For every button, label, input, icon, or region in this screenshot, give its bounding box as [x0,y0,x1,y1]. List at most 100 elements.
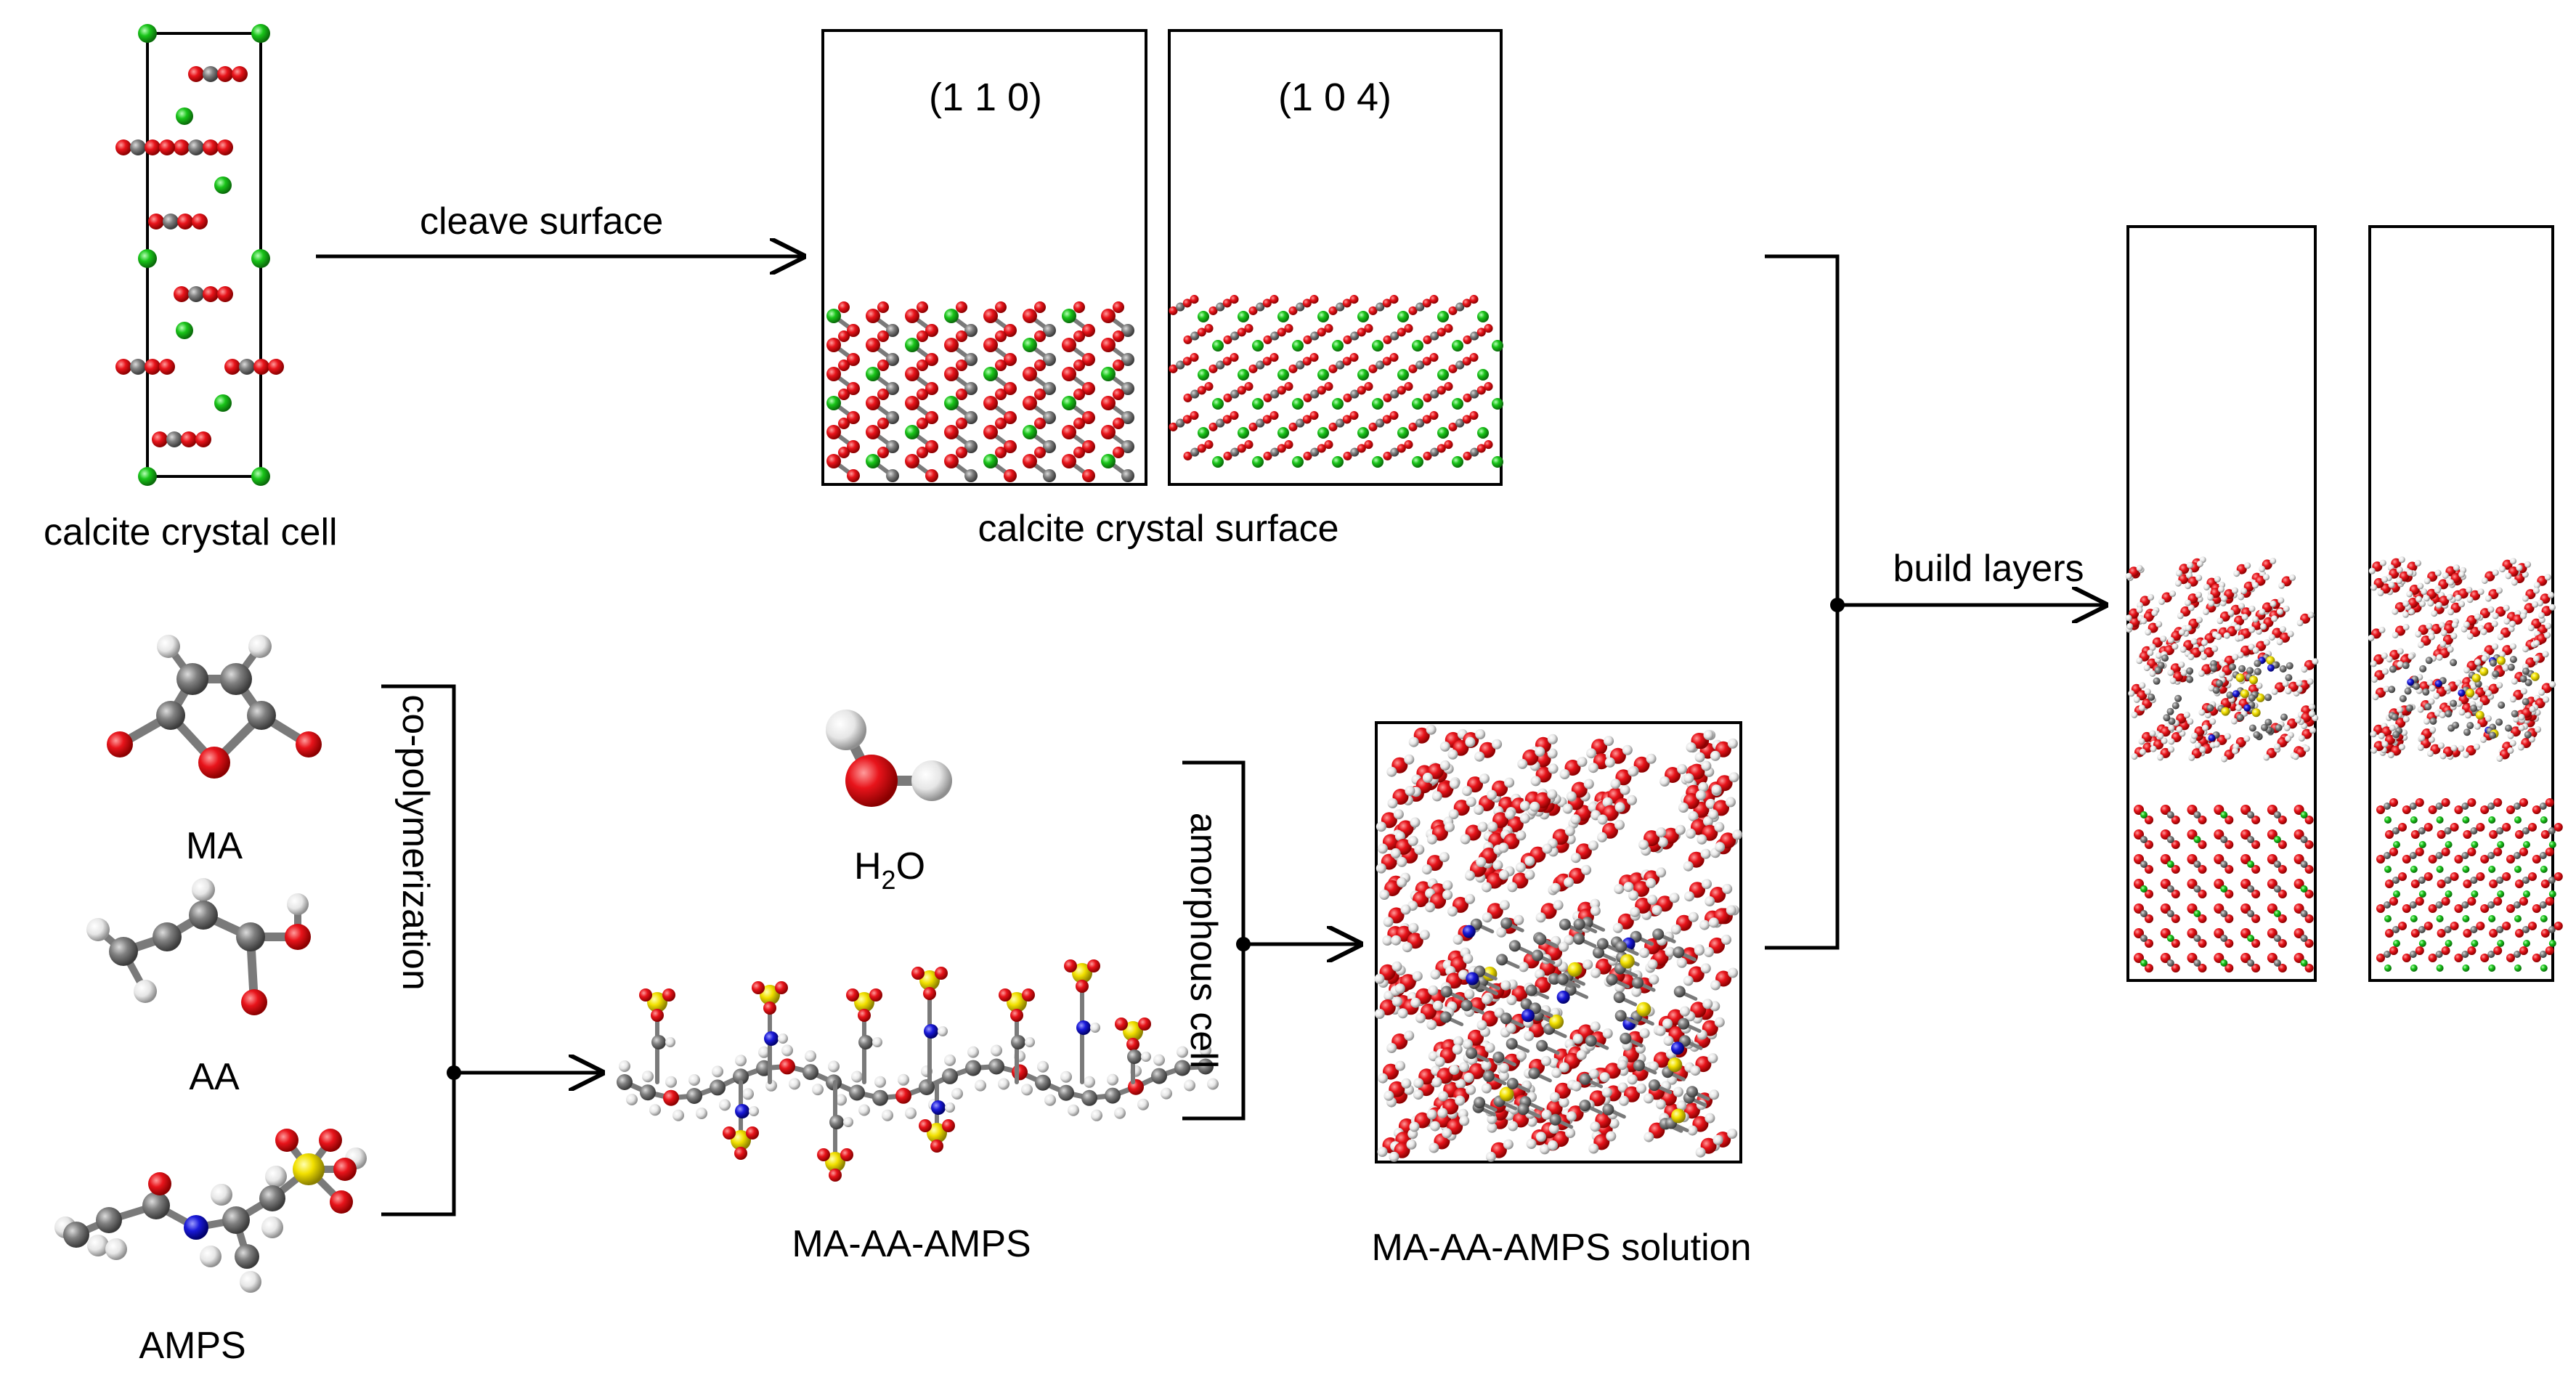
oxygen-atom [2467,798,2477,807]
oxygen-atom [1113,330,1124,342]
hydrogen-atom [2188,754,2195,761]
calcium-atom [176,107,193,125]
hydrogen-atom [2136,606,2143,614]
carbon-atom [1230,447,1240,457]
hydrogen-atom [2274,743,2281,750]
hydrogen-atom [1612,922,1623,933]
carbon-atom [886,469,899,482]
hydrogen-atom [642,1071,654,1083]
hydrogen-atom [2497,633,2504,641]
carbon-atom [2193,811,2201,819]
hydrogen-atom [758,1046,770,1058]
hydrogen-atom [1153,1054,1165,1066]
hydrogen-atom [2171,643,2179,650]
carbon-atom [849,1084,865,1101]
hydrogen-atom [248,635,272,658]
hydrogen-atom [1404,1031,1415,1041]
hydrogen-atom [1406,1139,1417,1150]
carbon-atom [1336,418,1345,428]
oxygen-atom [2198,939,2207,948]
carbon-atom [2487,852,2495,859]
hydrogen-atom [1405,786,1415,796]
carbon-atom [96,1207,122,1233]
calcium-atom [1477,369,1489,381]
hydrogen-atom [2458,709,2466,716]
hydrogen-atom [1037,1060,1049,1073]
hydrogen-atom [1566,1111,1577,1122]
hydrogen-atom [2167,637,2174,643]
hydrogen-atom [1614,802,1625,813]
hydrogen-atom [1726,797,1736,808]
oxygen-atom [1302,357,1312,366]
oxygen-atom [1115,1017,1128,1031]
calcium-atom [1397,427,1409,439]
hydrogen-atom [1676,1100,1687,1111]
oxygen-atom [1023,309,1037,323]
oxygen-atom [1263,393,1272,402]
carbon-atom [1548,972,1561,985]
calcium-atom [2410,866,2418,873]
hydrogen-atom [2278,582,2286,589]
oxygen-atom [1197,444,1206,453]
oxygen-atom [911,967,925,980]
oxygen-atom [1469,411,1479,421]
oxygen-atom [919,1119,932,1132]
calcium-atom [2462,964,2470,972]
oxygen-atom [1364,324,1373,333]
oxygen-atom [779,1058,795,1075]
oxygen-atom [1113,360,1124,371]
calcium-atom [214,394,232,412]
hydrogen-atom [1708,917,1719,928]
ma-molecule [107,635,322,779]
hydrogen-atom [2408,653,2415,660]
oxygen-atom [1169,364,1178,373]
hydrogen-atom [1404,754,1415,765]
hydrogen-atom [1374,973,1385,984]
surface-104-atoms [1169,295,1503,468]
oxygen-atom [2532,805,2541,814]
oxygen-atom [1248,422,1258,431]
oxygen-atom [925,411,938,424]
oxygen-atom [1208,364,1218,373]
carbon-atom [2539,803,2547,810]
oxygen-atom [999,988,1012,1002]
oxygen-atom [2553,922,2563,930]
sulfur-atom [1499,1086,1514,1102]
hydrogen-atom [1559,941,1569,952]
hydrogen-atom [2156,621,2163,627]
calcium-atom [2488,964,2496,972]
oxygen-atom [1182,298,1192,308]
hydrogen-atom [1648,1061,1659,1072]
oxygen-atom [1469,295,1479,304]
hydrogen-atom [2175,569,2182,577]
oxygen-atom [1237,444,1246,453]
hydrogen-atom [1588,763,1598,773]
hydrogen-atom [1686,828,1696,839]
oxygen-atom [2545,897,2554,906]
calcium-atom [866,454,880,468]
sulfur-atom [2471,673,2481,683]
oxygen-atom [2519,848,2528,856]
oxygen-atom [1284,440,1293,450]
oxygen-atom [2480,805,2490,814]
hydrogen-atom [2378,732,2385,739]
calcium-atom [2514,964,2522,972]
hydrogen-atom [1570,814,1581,825]
carbon-atom [259,1185,285,1211]
calcium-atom [2166,935,2174,942]
hydrogen-atom [1386,766,1397,777]
oxygen-atom [847,353,860,366]
carbon-atom [2254,667,2262,675]
hydrogen-atom [1463,1072,1474,1083]
hydrogen-atom [719,1099,731,1111]
hydrogen-atom [2199,746,2206,753]
carbon-atom [2171,702,2179,710]
oxygen-atom [2224,914,2234,923]
carbon-atom [1350,447,1360,457]
carbon-atom [858,1035,873,1049]
carbon-atom [188,286,204,302]
carbon-atom [2522,926,2530,933]
calcium-atom [1292,456,1304,468]
oxygen-atom [1012,1064,1028,1081]
oxygen-atom [2224,890,2234,898]
